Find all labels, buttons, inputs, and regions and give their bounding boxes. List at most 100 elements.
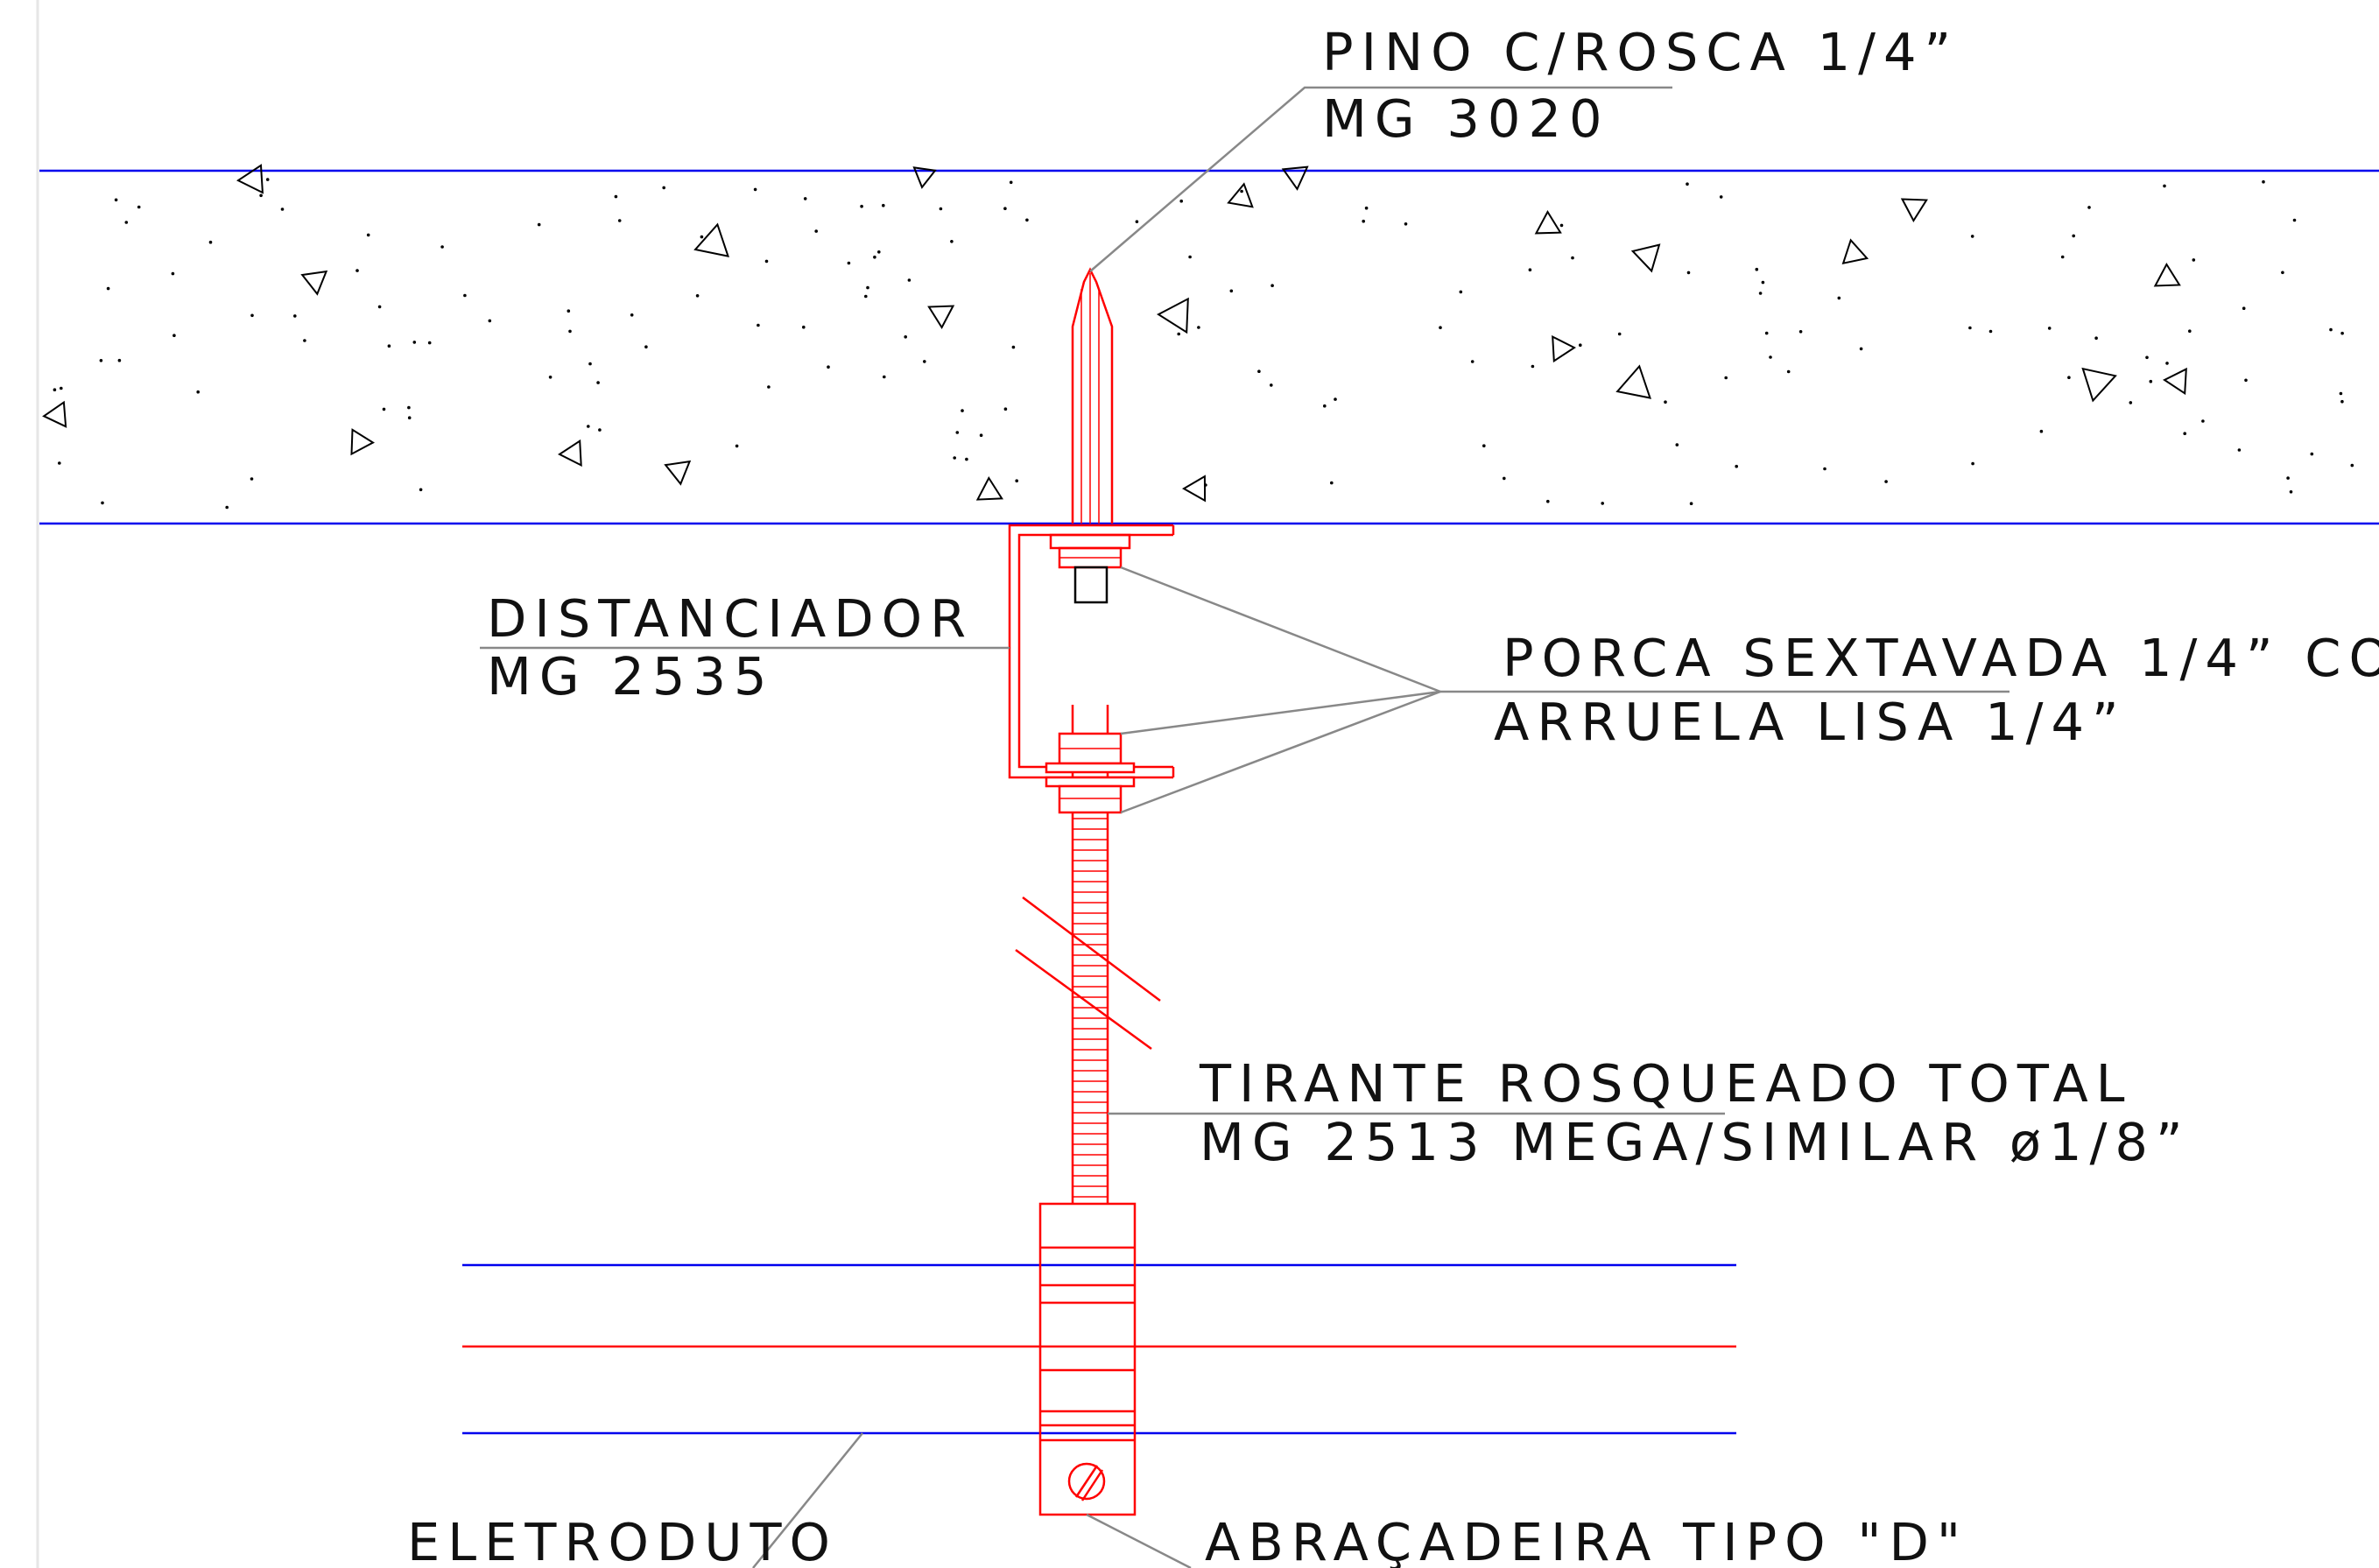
lower-washer-top xyxy=(1045,762,1136,774)
aggregate-dot xyxy=(644,345,648,349)
bracket-inner xyxy=(1017,533,1173,769)
aggregate-dot xyxy=(2262,179,2265,184)
aggregate-dot xyxy=(617,219,622,222)
aggregate-dot xyxy=(463,293,467,298)
aggregate-dot xyxy=(568,329,572,334)
aggregate-dot xyxy=(965,457,968,461)
aggregate-dot xyxy=(1188,255,1192,259)
aggregate-dot xyxy=(382,407,386,411)
aggregate-dot xyxy=(440,245,444,249)
aggregate-dot xyxy=(1229,289,1234,293)
aggregate-dot xyxy=(1546,499,1550,503)
aggregate-dot xyxy=(419,488,423,492)
aggregate-dot xyxy=(387,344,391,348)
aggregate-dot xyxy=(2242,306,2246,311)
leader-pino xyxy=(1089,86,1672,272)
aggregate-dot xyxy=(412,341,417,344)
aggregate-dot xyxy=(2165,362,2169,365)
aggregate-dot xyxy=(2039,429,2044,433)
aggregate-dot xyxy=(803,197,807,200)
aggregate-dot xyxy=(53,388,57,392)
aggregate-dot xyxy=(2237,448,2242,452)
aggregate-dot xyxy=(873,255,876,259)
aggregate-dot xyxy=(587,425,590,428)
aggregate-triangle xyxy=(912,166,937,189)
aggregate-dot xyxy=(2188,329,2192,334)
aggregate-dot xyxy=(1177,332,1180,336)
aggregate-dot xyxy=(2192,258,2196,262)
aggregate-dot xyxy=(864,294,868,299)
aggregate-dot xyxy=(196,390,200,394)
aggregate-dot xyxy=(567,309,571,313)
upper-washer xyxy=(1049,533,1131,550)
aggregate-dot xyxy=(1197,326,1200,329)
aggregate-dot xyxy=(596,381,600,384)
label-abracadeira: ABRAÇADEIRA TIPO "D" xyxy=(1205,1512,1968,1568)
aggregate-dot xyxy=(1675,443,1679,446)
aggregate-dot xyxy=(2329,327,2333,332)
upper-nut-washer xyxy=(1049,533,1131,604)
aggregate-triangle xyxy=(1900,198,1928,222)
aggregate-dot xyxy=(953,456,956,460)
aggregate-dot xyxy=(1735,464,1738,468)
aggregate-dot xyxy=(2286,476,2290,480)
break-line-2 xyxy=(1015,948,1152,1051)
aggregate-triangle xyxy=(1615,364,1652,399)
aggregate-dot xyxy=(814,229,818,233)
aggregate-dot xyxy=(1257,369,1261,374)
aggregate-dot xyxy=(1364,206,1369,210)
aggregate-dot xyxy=(2340,399,2344,404)
aggregate-dot xyxy=(662,186,665,190)
pin-stub xyxy=(1073,566,1109,604)
aggregate-dot xyxy=(588,362,592,366)
aggregate-dot xyxy=(1009,180,1013,185)
aggregate-dot xyxy=(1323,404,1327,408)
aggregate-dot xyxy=(1362,219,1365,223)
aggregate-dot xyxy=(1011,345,1016,349)
break-symbol xyxy=(1015,897,1161,1051)
aggregate-dot xyxy=(2350,463,2354,468)
aggregate-dot xyxy=(250,477,254,481)
aggregate-dot xyxy=(735,444,739,448)
aggregate-dot xyxy=(106,286,110,291)
aggregate-dot xyxy=(1003,207,1007,210)
aggregate-dot xyxy=(939,207,943,211)
aggregate-dot xyxy=(1470,360,1475,363)
aggregate-dot xyxy=(1601,502,1604,505)
aggregate-dot xyxy=(548,376,553,379)
aggregate-dot xyxy=(955,431,960,434)
aggregate-dot xyxy=(377,305,382,309)
aggregate-triangle xyxy=(693,222,729,257)
leader-eletroduto xyxy=(752,1432,863,1568)
aggregate-dot xyxy=(764,259,769,264)
aggregate-dot xyxy=(753,187,757,192)
aggregate-dot xyxy=(1330,481,1334,485)
aggregate-dot xyxy=(99,359,103,362)
aggregate-dot xyxy=(58,461,61,465)
aggregate-dot xyxy=(2087,206,2091,209)
aggregate-triangle xyxy=(42,400,67,428)
aggregate-dot xyxy=(2149,379,2153,383)
aggregate-dot xyxy=(280,207,285,211)
aggregate-dot xyxy=(1755,267,1759,271)
aggregate-dot xyxy=(124,221,129,224)
aggregate-dot xyxy=(827,365,830,369)
aggregate-triangle xyxy=(558,439,582,468)
aggregate-dot xyxy=(1786,369,1791,374)
aggregate-dot xyxy=(1988,329,1993,334)
aggregate-dot xyxy=(2047,327,2052,330)
aggregate-dot xyxy=(1503,476,1506,481)
leader-lines xyxy=(480,86,2009,1568)
aggregate-dot xyxy=(1764,331,1769,335)
aggregate-dot xyxy=(1025,218,1029,222)
aggregate-dot xyxy=(1482,444,1486,448)
aggregate-dot xyxy=(979,433,983,438)
aggregate-dot xyxy=(1579,343,1582,348)
aggregate-dot xyxy=(250,313,254,318)
aggregate-dot xyxy=(630,313,634,317)
aggregate-dot xyxy=(1003,407,1008,411)
aggregate-triangle xyxy=(1552,334,1576,363)
threaded-pin xyxy=(1071,267,1114,524)
leader-porca-3 xyxy=(1120,690,1441,814)
